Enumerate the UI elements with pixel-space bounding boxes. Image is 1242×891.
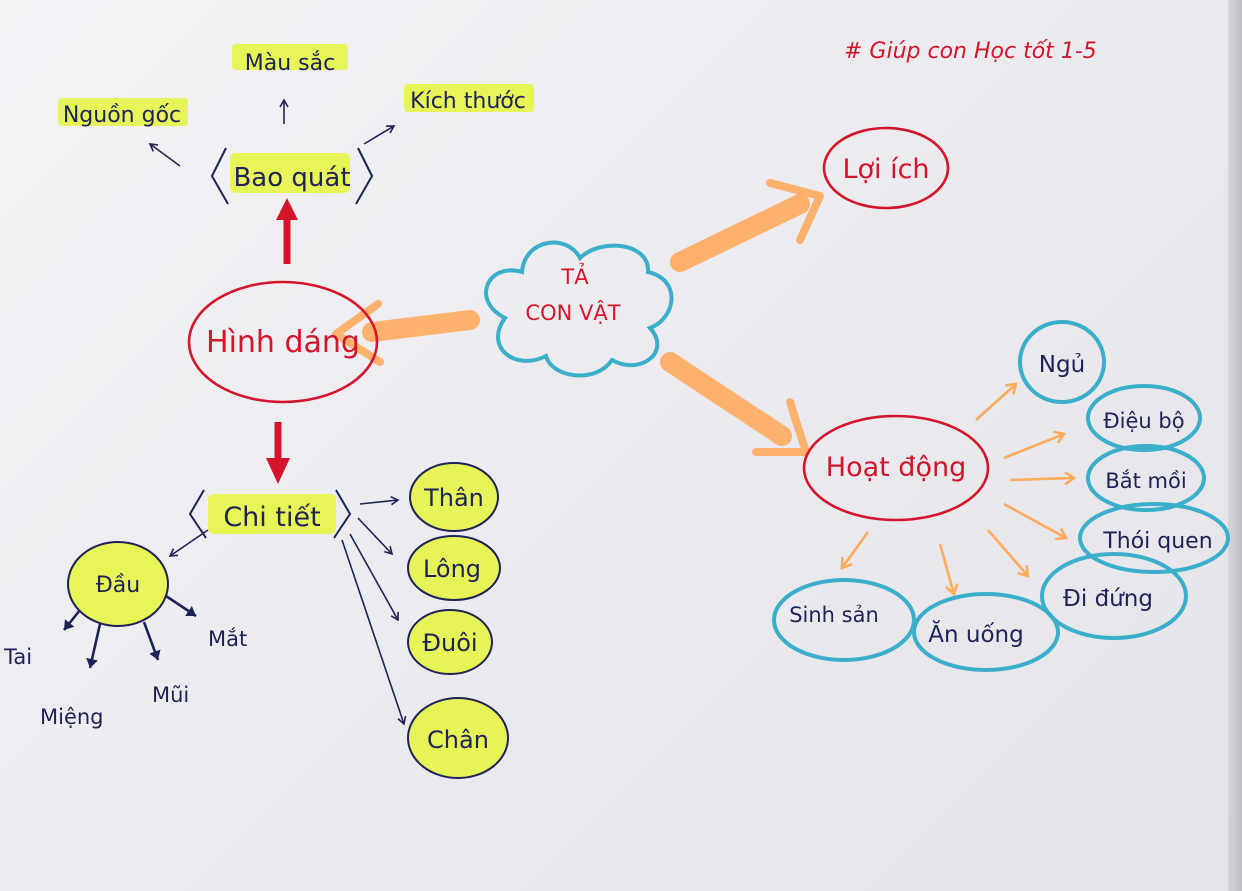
chi-tiet-label: Chi tiết: [223, 502, 320, 533]
orange-arrow-to-loi-ich: [670, 179, 824, 272]
part-chan: Chân: [407, 697, 509, 779]
item-di-dung: Đi đứng: [1040, 552, 1188, 640]
item-ngu-label: Ngủ: [1039, 352, 1085, 378]
part-long-label: Lông: [423, 555, 481, 583]
bao-quat-arrows: [148, 98, 396, 167]
mau-sac-label: Màu sắc: [245, 51, 335, 76]
nguon-goc-label: Nguồn gốc: [63, 103, 181, 128]
part-chan-label: Chân: [427, 726, 489, 754]
chi-tiet-arrows: [168, 496, 407, 726]
item-dieu-bo-label: Điệu bộ: [1103, 409, 1184, 433]
node-bao-quat: Bao quát: [210, 147, 374, 205]
part-than: Thân: [409, 462, 499, 532]
center-line1: TẢ: [560, 263, 589, 289]
item-sinh-san-label: Sinh sản: [789, 603, 879, 627]
kich-thuoc-label: Kích thước: [410, 89, 526, 114]
hoat-dong-label: Hoạt động: [826, 452, 966, 483]
item-sinh-san: Sinh sản: [772, 578, 916, 662]
hashtag-text: # Giúp con Học tốt 1-5: [844, 39, 1097, 64]
node-hoat-dong: Hoạt động: [802, 414, 990, 522]
orange-arrow-to-hinh-dang: [332, 300, 480, 366]
dau-item-mieng: Miệng: [40, 705, 104, 729]
item-thoi-quen-label: Thói quen: [1102, 529, 1212, 554]
paper-edge: [1228, 0, 1242, 891]
kich-thuoc-item: Kích thước: [404, 84, 534, 114]
mau-sac-item: Màu sắc: [232, 44, 348, 76]
center-line2: CON VẬT: [525, 300, 620, 325]
loi-ich-label: Lợi ích: [842, 154, 929, 185]
dau-item-mat: Mắt: [208, 627, 247, 651]
node-hinh-dang: Hình dáng: [187, 280, 379, 404]
node-chi-tiet: Chi tiết: [188, 489, 352, 539]
nguon-goc-item: Nguồn gốc: [58, 98, 188, 128]
node-dau: Đầu: [67, 541, 169, 627]
item-ngu: Ngủ: [1018, 320, 1106, 404]
item-an-uong: Ăn uống: [912, 592, 1060, 672]
item-dieu-bo: Điệu bộ: [1086, 384, 1202, 452]
center-cloud: TẢ CON VẬT: [484, 240, 674, 378]
hinh-dang-label: Hình dáng: [206, 325, 360, 360]
item-thoi-quen: Thói quen: [1078, 502, 1230, 574]
hoat-dong-arrows: [842, 384, 1074, 594]
part-long: Lông: [407, 535, 501, 601]
orange-arrow-to-hoat-dong: [660, 352, 810, 456]
dau-label: Đầu: [96, 573, 140, 598]
bao-quat-label: Bao quát: [233, 163, 350, 193]
item-di-dung-label: Đi đứng: [1063, 586, 1153, 612]
item-an-uong-label: Ăn uống: [928, 620, 1023, 648]
node-loi-ich: Lợi ích: [822, 126, 950, 210]
red-arrow-up: [276, 198, 298, 264]
dau-arrows: [62, 594, 197, 669]
dau-item-mui: Mũi: [152, 683, 189, 707]
part-duoi: Đuôi: [407, 609, 493, 675]
item-bat-moi-label: Bắt mồi: [1105, 469, 1186, 493]
red-arrow-down: [266, 422, 290, 484]
part-than-label: Thân: [423, 484, 484, 512]
dau-item-tai: Tai: [3, 645, 32, 669]
item-bat-moi: Bắt mồi: [1086, 444, 1206, 512]
part-duoi-label: Đuôi: [422, 629, 477, 657]
